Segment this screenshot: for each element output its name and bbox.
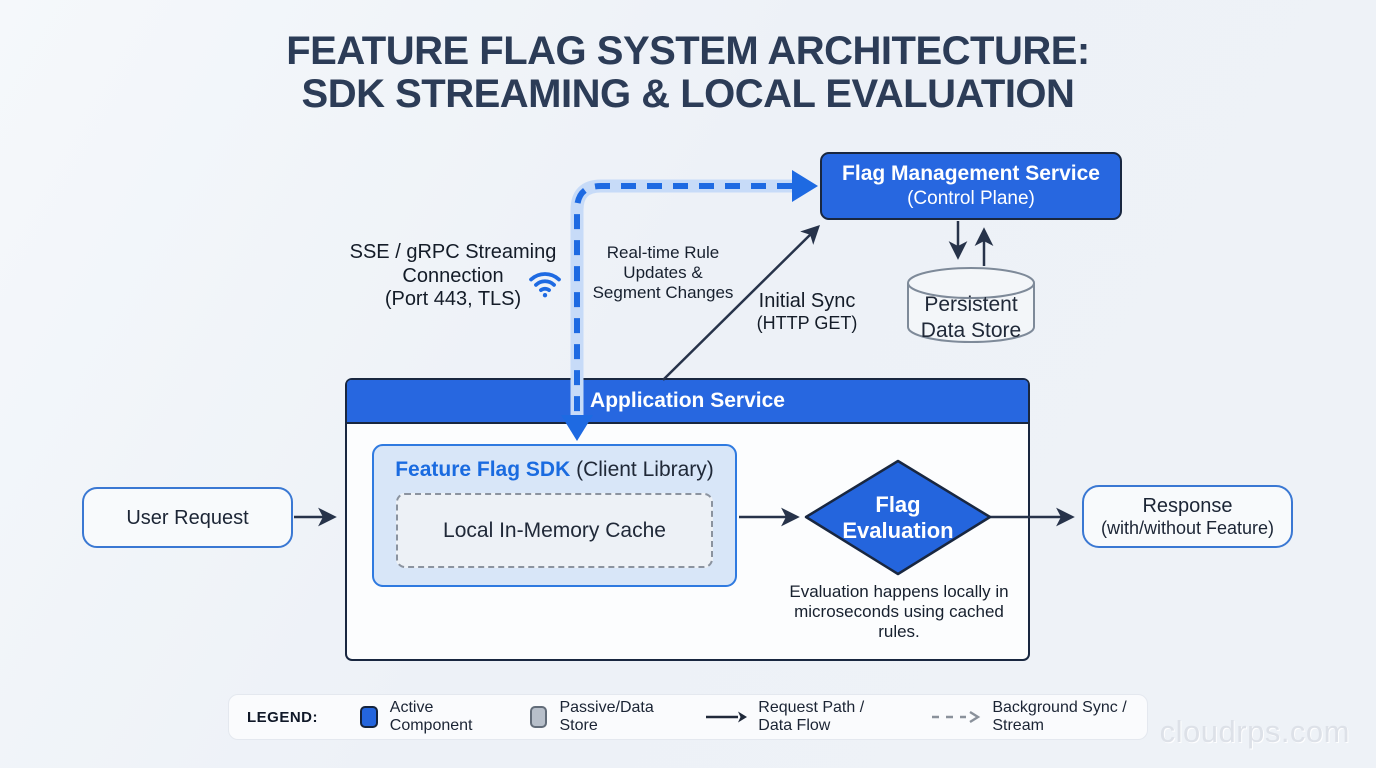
legend-item-passive-store: Passive/Data Store [529,699,665,735]
initial-sync-line2: (HTTP GET) [756,313,858,333]
flag-management-title: Flag Management Service [842,162,1100,186]
streaming-label-line2: Connection [402,264,504,287]
application-service-header: Application Service [347,380,1028,424]
legend-label: Background Sync / Stream [992,699,1127,734]
realtime-line1: Real-time Rule [606,243,720,262]
data-store-label: Persistent Data Store [908,292,1034,345]
passive-store-swatch [529,706,548,728]
legend-item-background-sync: Background Sync / Stream [930,699,1129,735]
streaming-label-line3: (Port 443, TLS) [384,288,522,311]
flag-evaluation-node: Flag Evaluation [806,462,990,574]
data-store-line1: Persistent [924,293,1018,316]
streaming-arrowhead-right [792,170,818,202]
sdk-title: Feature Flag SDK (Client Library) [374,458,735,482]
watermark: cloudrps.com [1159,714,1350,749]
legend-item-active-component: Active Component [360,699,490,735]
legend-label: Active Component [389,699,473,734]
application-service-title: Application Service [590,389,785,412]
local-cache-node: Local In-Memory Cache [396,493,713,568]
user-request-label: User Request [126,506,249,529]
wifi-icon [527,267,563,299]
legend-label: Request Path / Data Flow [758,699,865,734]
realtime-updates-label: Real-time Rule Updates & Segment Changes [583,243,743,303]
page-title-line1: FEATURE FLAG SYSTEM ARCHITECTURE: [286,29,1090,73]
streaming-label-line1: SSE / gRPC Streaming [349,241,557,263]
evaluation-note: Evaluation happens locally in microsecon… [789,582,1009,642]
legend-title: LEGEND: [247,708,318,726]
legend-item-request-path: Request Path / Data Flow [704,699,890,735]
page-title-line2: SDK STREAMING & LOCAL EVALUATION [301,72,1075,117]
solid-arrow-icon [704,710,748,724]
flag-evaluation-line1: Flag [875,491,921,517]
realtime-line3: Segment Changes [592,283,734,303]
legend-label: Passive/Data Store [559,699,654,734]
response-line1: Response [1142,495,1233,518]
flag-management-service-node: Flag Management Service (Control Plane) [820,152,1122,220]
flag-evaluation-line2: Evaluation [842,518,954,543]
active-component-swatch [360,706,378,728]
initial-sync-line1: Initial Sync [758,290,856,312]
streaming-connection-label: SSE / gRPC Streaming Connection (Port 44… [339,241,567,312]
user-request-node: User Request [82,487,293,548]
page-title: FEATURE FLAG SYSTEM ARCHITECTURE: SDK ST… [0,29,1376,117]
realtime-line2: Updates & [623,263,703,283]
sdk-title-strong: Feature Flag SDK [395,458,571,481]
sdk-title-rest: (Client Library) [570,458,714,481]
legend-bar: LEGEND: Active Component Passive/Data St… [228,694,1148,740]
local-cache-label: Local In-Memory Cache [443,518,666,542]
dashed-arrow-icon [930,710,982,724]
response-node: Response (with/without Feature) [1082,485,1293,548]
initial-sync-label: Initial Sync (HTTP GET) [736,290,878,334]
response-line2: (with/without Feature) [1100,518,1275,539]
flag-management-subtitle: (Control Plane) [907,187,1035,209]
data-store-line2: Data Store [920,319,1022,343]
